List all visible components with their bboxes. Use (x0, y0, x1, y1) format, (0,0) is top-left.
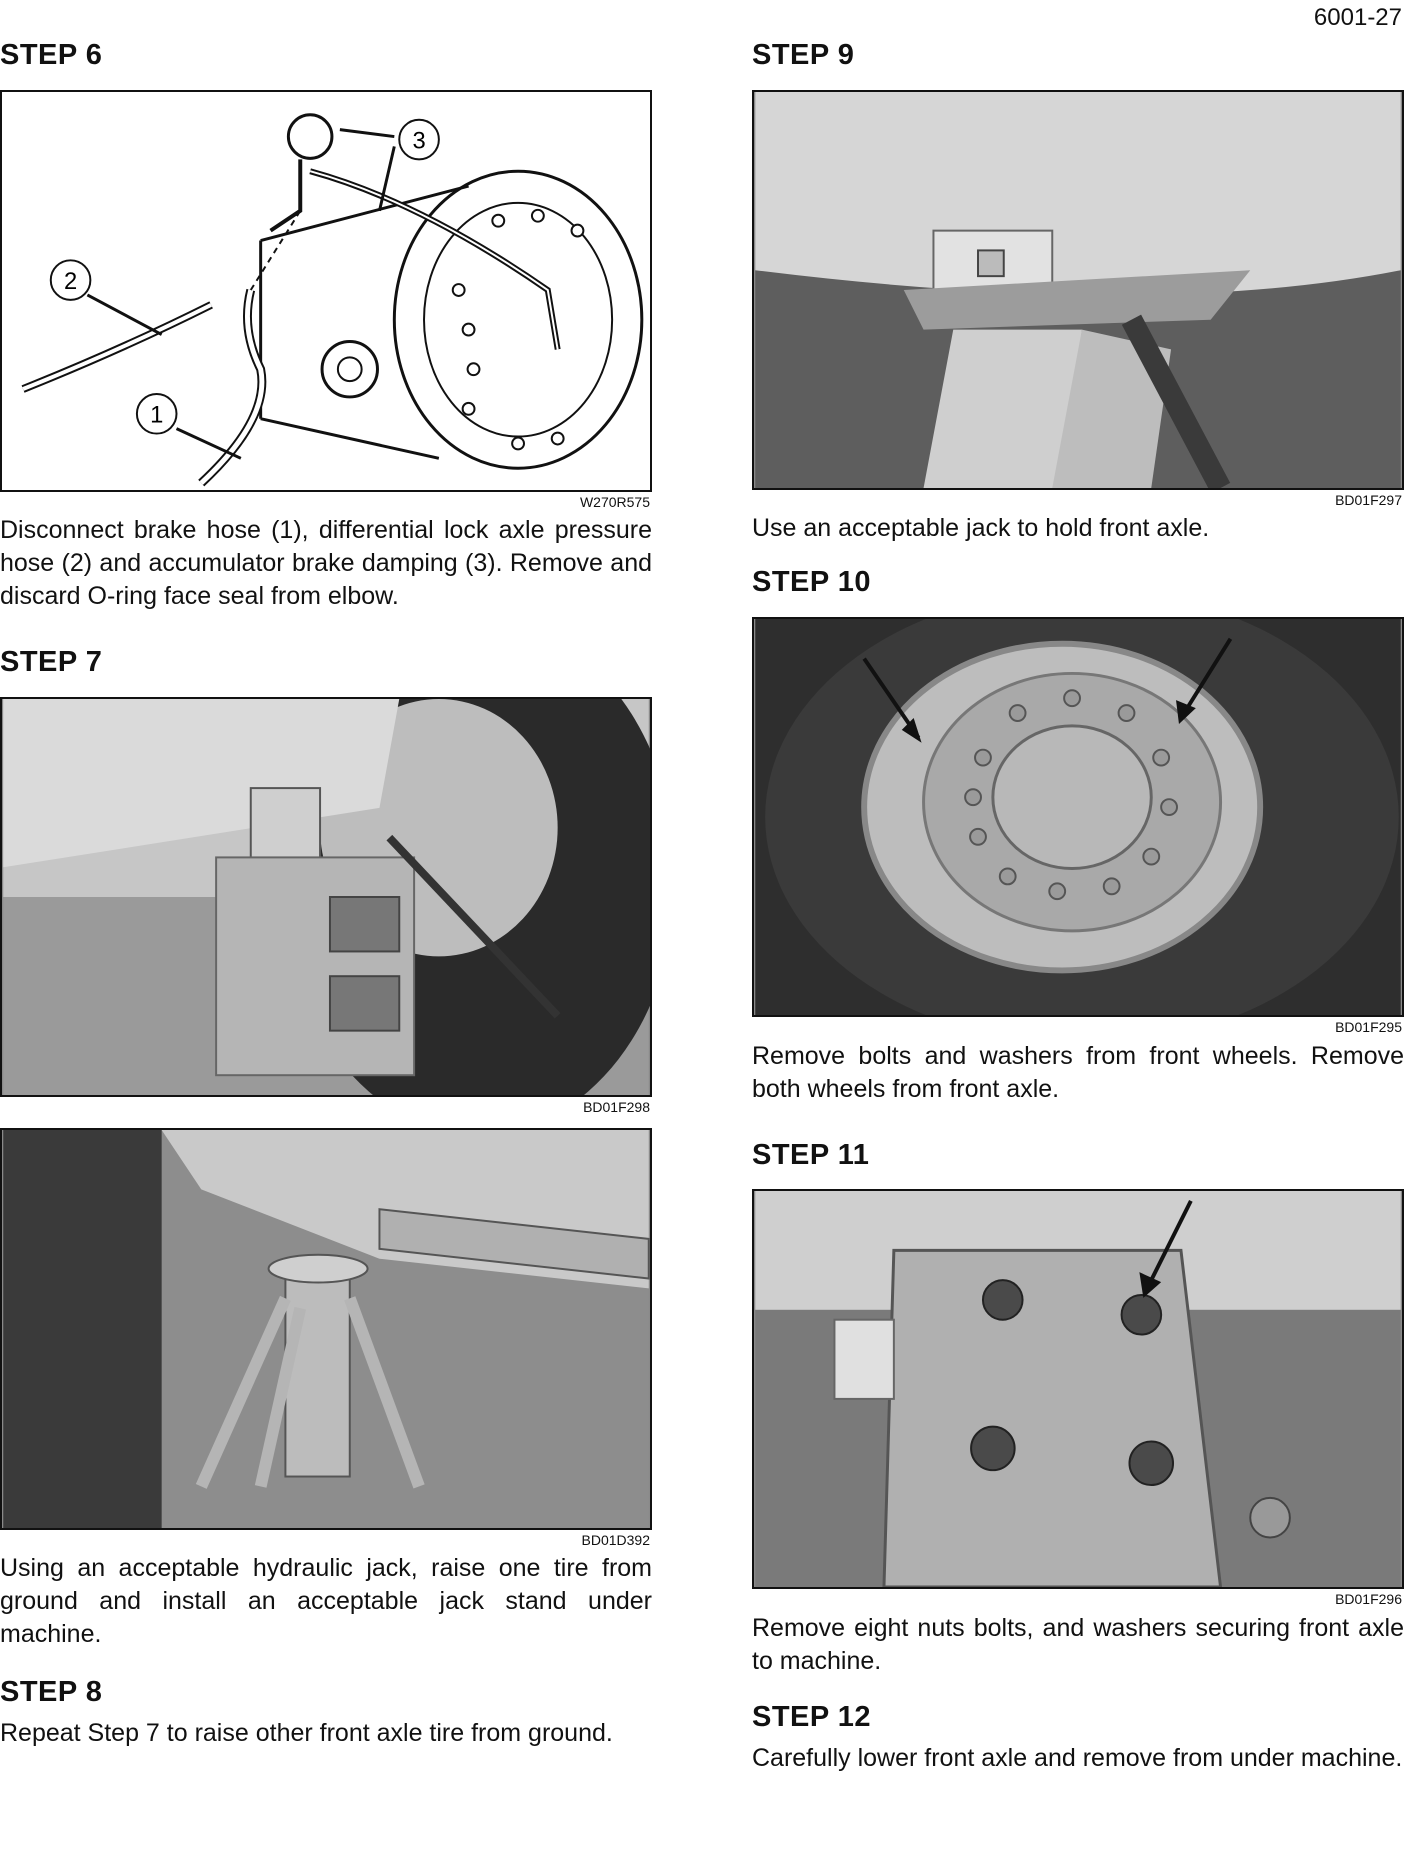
step-7-photo-jack-stand (0, 1127, 652, 1530)
axle-hose-line-drawing: 1 2 3 (21, 113, 644, 487)
hydraulic-jack-photo (3, 699, 650, 1096)
callout-2: 2 (64, 268, 77, 295)
step-9-photo (752, 89, 1404, 490)
step-11-figure-code: BD01F296 (1335, 1591, 1402, 1608)
step-7-text: Using an acceptable hydraulic jack, rais… (0, 1553, 652, 1648)
step-7-figure-code-1: BD01F298 (583, 1099, 650, 1116)
step-7-photo-jack (0, 697, 652, 1098)
step-11-photo (752, 1189, 1404, 1590)
left-column: STEP 6 (0, 39, 652, 1750)
jack-stand-photo (3, 1129, 650, 1528)
step-6-heading: STEP 6 (0, 39, 103, 71)
step-10-heading: STEP 10 (752, 566, 872, 599)
step-10-photo (752, 617, 1404, 1018)
step-12-heading: STEP 12 (752, 1700, 872, 1733)
step-9-heading: STEP 9 (752, 39, 855, 71)
step-7-heading: STEP 7 (0, 646, 103, 679)
axle-mount-bolts-photo (755, 1191, 1401, 1588)
step-11-text: Remove eight nuts bolts, and washers sec… (752, 1613, 1404, 1675)
page-number: 6001-27 (1313, 4, 1402, 31)
step-10-figure-code: BD01F295 (1335, 1019, 1402, 1036)
callout-1: 1 (150, 402, 163, 429)
step-8-text: Repeat Step 7 to raise other front axle … (0, 1718, 613, 1747)
step-12-text: Carefully lower front axle and remove fr… (752, 1743, 1403, 1772)
step-10-text: Remove bolts and washers from front whee… (752, 1041, 1404, 1103)
step-9-figure-code: BD01F297 (1335, 491, 1402, 508)
front-wheel-photo (755, 619, 1401, 1016)
step-6-text: Disconnect brake hose (1), differential … (0, 516, 652, 611)
axle-support-jack-photo (755, 91, 1401, 488)
callout-3: 3 (412, 127, 425, 154)
step-11-heading: STEP 11 (752, 1138, 870, 1171)
step-9-text: Use an acceptable jack to hold front axl… (752, 514, 1210, 543)
step-7-figure-code-2: BD01D392 (581, 1531, 651, 1548)
step-6-figure-code: W270R575 (579, 493, 650, 510)
right-column: STEP 9 BD01F297 Use an acceptable jack t… (752, 39, 1404, 1775)
step-6-diagram: 1 2 3 (0, 89, 652, 492)
step-8-heading: STEP 8 (0, 1675, 103, 1708)
